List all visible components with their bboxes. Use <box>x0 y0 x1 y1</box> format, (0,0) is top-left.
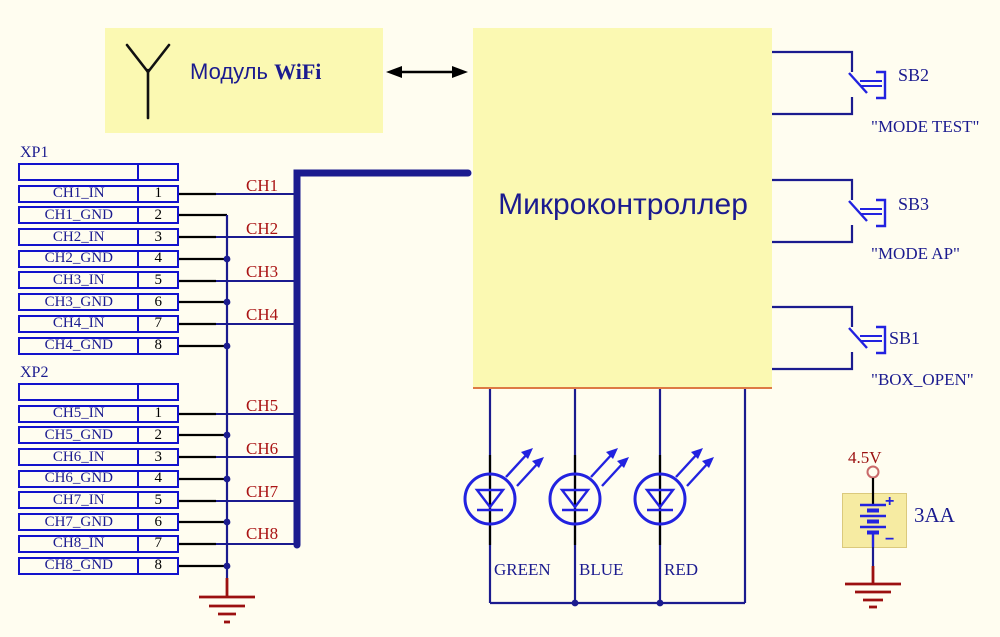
table-header-row <box>18 383 179 401</box>
connector-xp1-title: XP1 <box>20 144 49 161</box>
junction-dot <box>656 599 664 607</box>
channel-pin-stubs <box>178 192 216 546</box>
led-red-symbol <box>633 389 714 603</box>
net-label-ch7: CH7 <box>246 482 279 501</box>
led-green-symbol <box>463 389 544 603</box>
button-sb2-symbol <box>772 50 887 116</box>
button-sb2-designator: SB2 <box>898 65 930 85</box>
led-red-label: RED <box>664 560 698 579</box>
button-sb3-designator: SB3 <box>898 194 930 214</box>
button-sb3-symbol <box>772 178 887 244</box>
wifi-module-label: Модуль WiFi <box>190 59 321 85</box>
microcontroller-label: Микроконтроллер <box>498 188 748 221</box>
battery-plus-sign: + <box>885 493 895 510</box>
junction-dot <box>571 599 579 607</box>
gnd-net <box>178 213 255 624</box>
battery-voltage-label: 4.5V <box>848 448 882 467</box>
button-sb3-caption: "MODE AP" <box>871 244 960 263</box>
bidirectional-arrow <box>386 66 468 78</box>
connector-xp2-title: XP2 <box>20 364 49 381</box>
button-sb1-symbol <box>772 305 887 371</box>
net-label-ch8: CH8 <box>246 524 279 543</box>
table-header-row <box>18 163 179 181</box>
net-label-ch1: CH1 <box>246 176 279 195</box>
antenna-icon <box>125 43 171 120</box>
button-sb1-caption: "BOX_OPEN" <box>871 370 974 389</box>
net-label-ch4: CH4 <box>246 305 279 324</box>
microcontroller-block <box>473 28 772 389</box>
battery-symbol <box>845 465 901 609</box>
ground-symbol-left <box>199 578 255 624</box>
wifi-module-block <box>105 28 383 133</box>
led-blue-label: BLUE <box>579 560 624 579</box>
led-return-rail <box>490 389 747 605</box>
wifi-brand-text: WiFi <box>274 59 322 84</box>
ground-symbol-battery <box>845 566 901 609</box>
button-sb2-caption: "MODE TEST" <box>871 117 980 136</box>
button-sb1-designator: SB1 <box>889 328 921 348</box>
channel-bus <box>293 169 472 549</box>
net-label-ch6: CH6 <box>246 439 279 458</box>
led-green-label: GREEN <box>494 560 551 579</box>
net-label-ch3: CH3 <box>246 262 279 281</box>
net-label-ch2: CH2 <box>246 219 279 238</box>
led-blue-symbol <box>548 389 629 603</box>
battery-minus-sign: − <box>885 531 895 548</box>
wifi-module-text: Модуль <box>190 59 268 84</box>
channel-wires <box>178 192 296 546</box>
battery-name-label: 3AA <box>914 503 955 527</box>
net-label-ch5: CH5 <box>246 396 279 415</box>
